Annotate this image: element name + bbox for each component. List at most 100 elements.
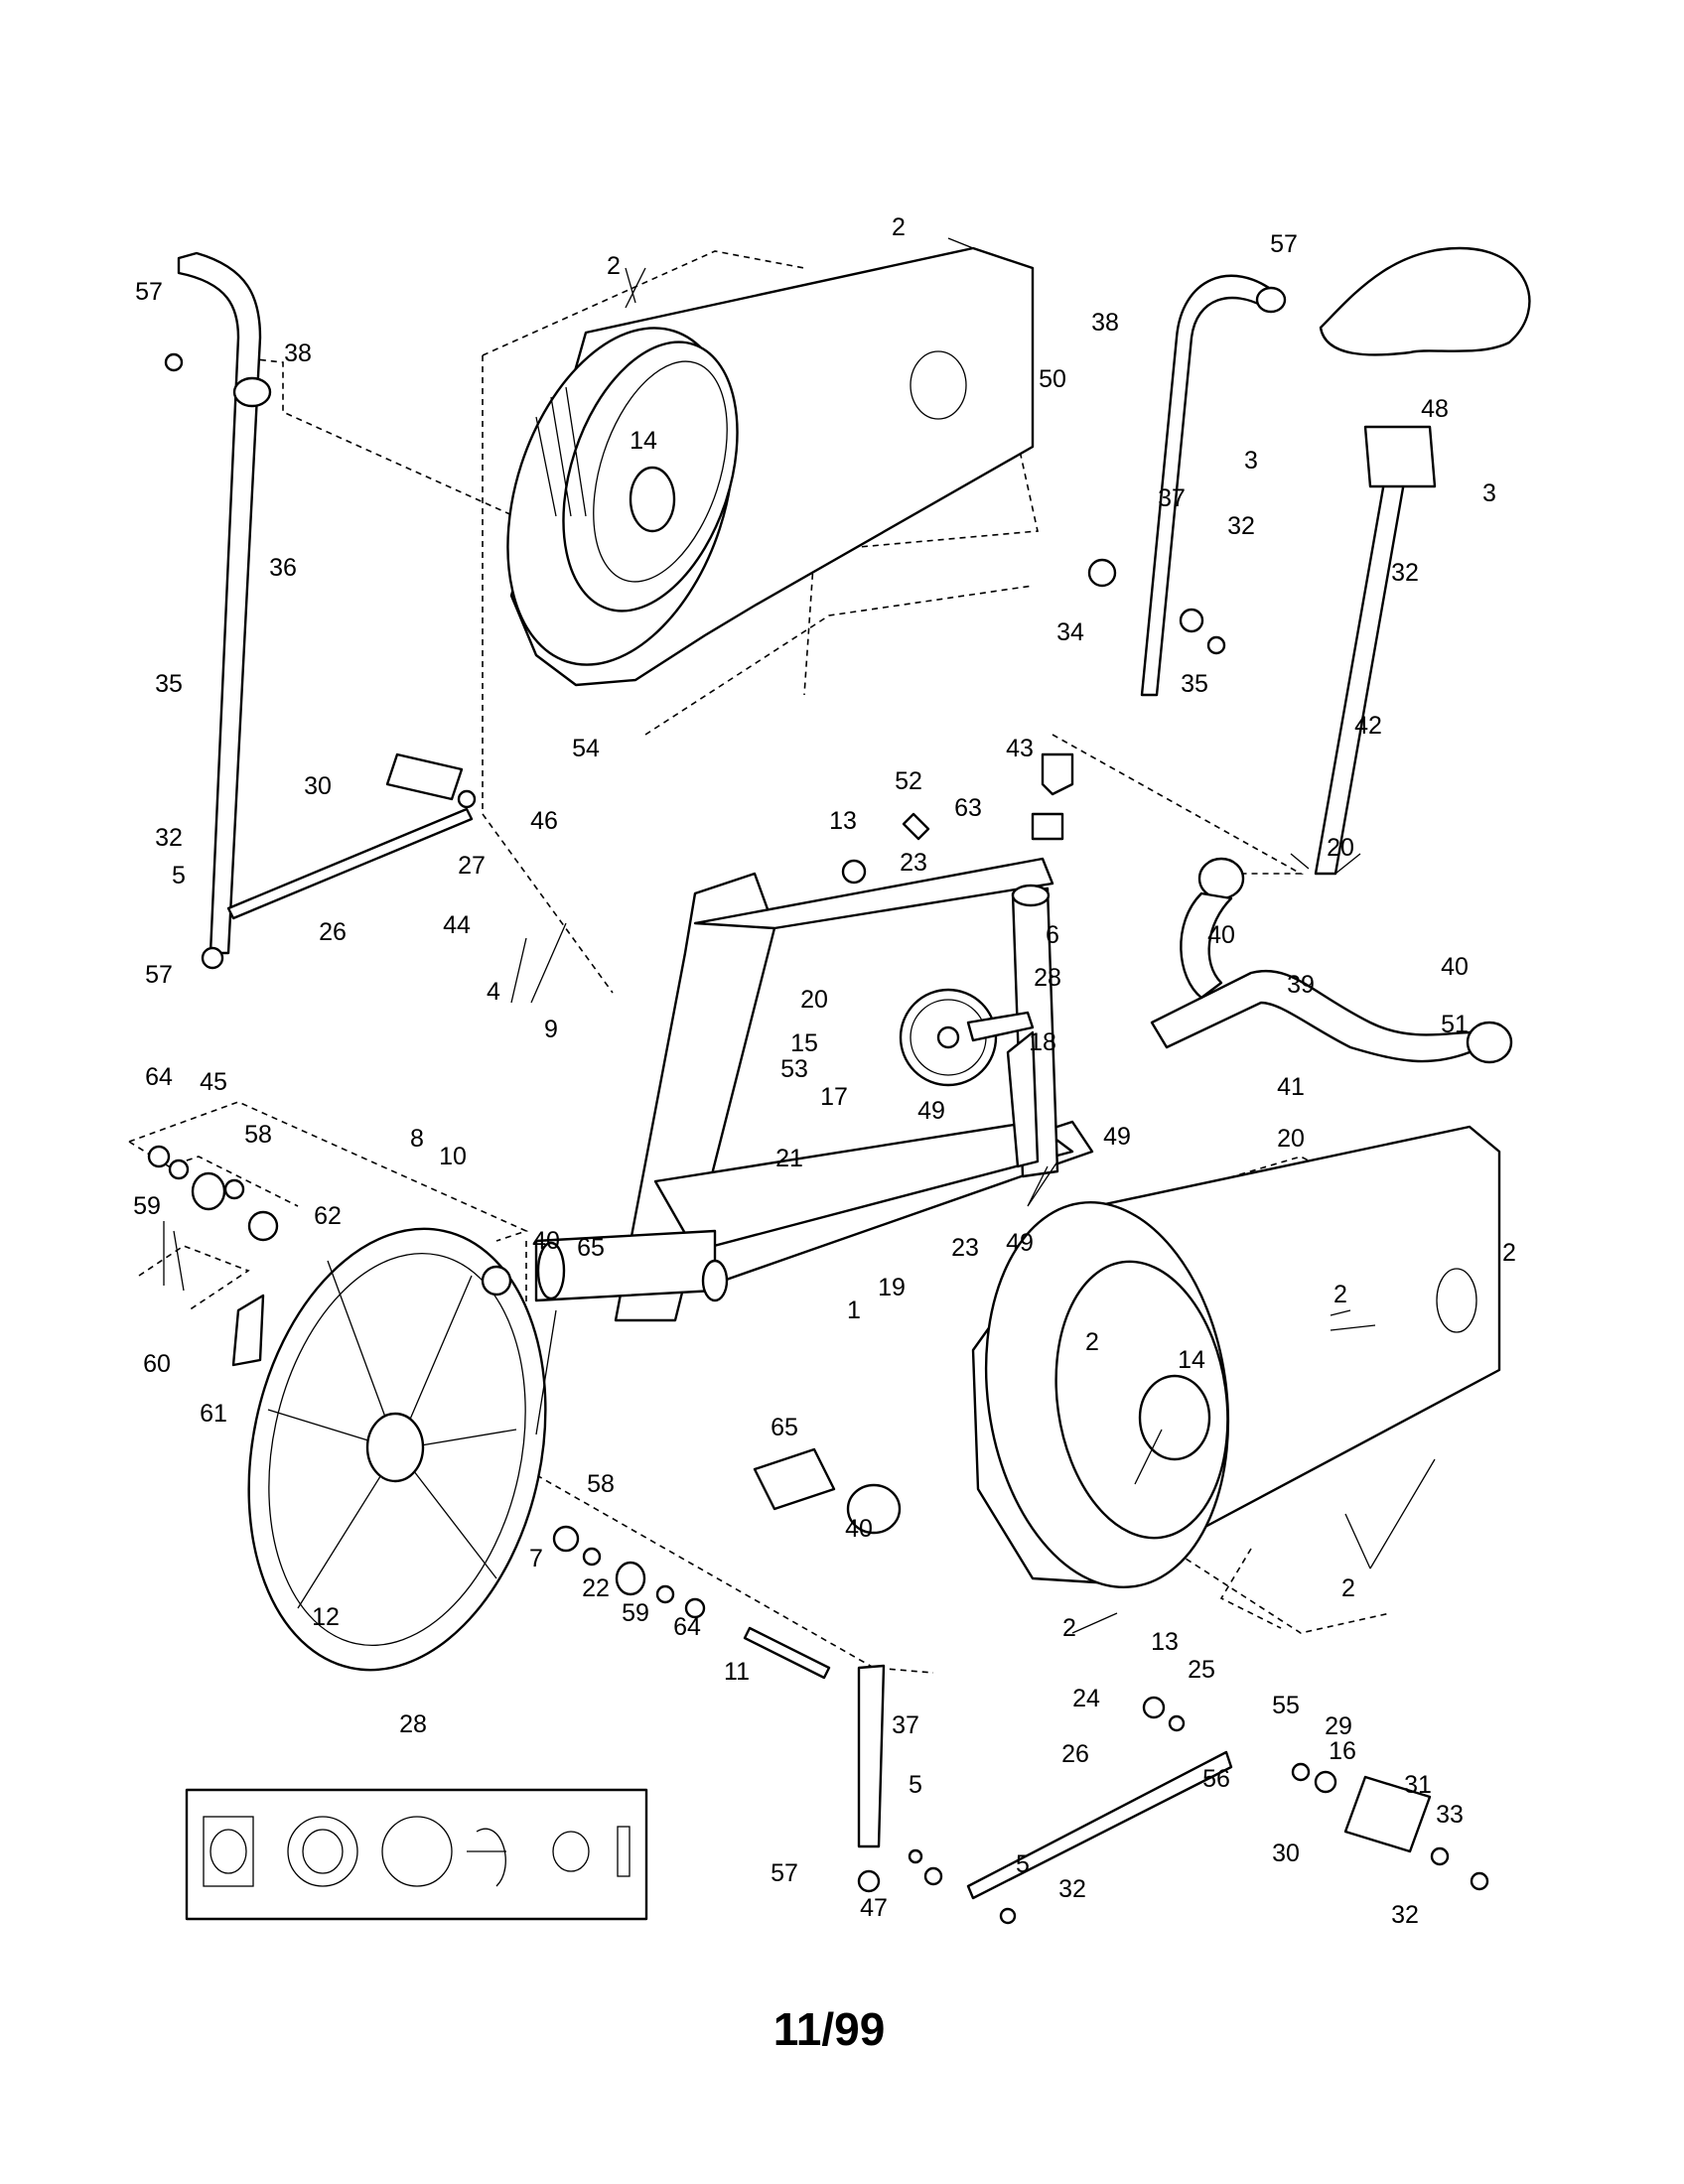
callout-label: 57 [1270,230,1298,258]
callout-label: 64 [673,1613,701,1641]
sprocket-assembly [899,988,1040,1168]
callout-label: 9 [544,1016,558,1043]
callout-label: 20 [1277,1125,1305,1153]
callout-label: 38 [284,340,312,367]
fan-wheel [231,1227,547,1672]
callout-label: 58 [244,1121,272,1149]
callout-label: 31 [1404,1771,1432,1799]
small-hardware-parts [147,352,1226,1680]
right-pedal-crank [966,1696,1489,1925]
callout-label: 59 [133,1192,161,1220]
seat-post [1314,475,1407,876]
callout-label: 1 [847,1297,861,1324]
callout-label: 4 [487,978,500,1006]
left-handlebar [177,251,272,955]
callout-label: 43 [1006,735,1034,762]
callout-label: 49 [1103,1123,1131,1151]
callout-label: 5 [909,1771,922,1799]
side-housing-shell [971,1125,1501,1589]
callout-label: 29 [1325,1712,1352,1740]
callout-label: 19 [878,1274,906,1301]
callout-label: 52 [895,767,922,795]
callout-label: 20 [800,986,828,1014]
callout-label: 12 [312,1603,340,1631]
callout-label: 57 [771,1859,798,1887]
callout-label: 61 [200,1400,227,1428]
callout-label: 23 [951,1234,979,1262]
callout-label: 32 [1391,1901,1419,1929]
callout-label: 49 [917,1097,945,1125]
callout-label: 10 [439,1143,467,1170]
callout-label: 63 [954,794,982,822]
callout-label: 53 [780,1055,808,1083]
callout-label: 40 [1207,921,1235,949]
callout-label: 40 [845,1515,873,1543]
callout-label: 14 [630,427,657,455]
callout-label: 2 [1341,1574,1355,1602]
callout-label: 36 [269,554,297,582]
callout-label: 39 [1287,971,1315,999]
callout-label: 40 [1441,953,1469,981]
callout-label: 2 [1062,1614,1076,1642]
footer-date-code: 11/99 [773,2003,886,2055]
callout-label: 2 [1502,1239,1516,1267]
top-housing-shell [506,246,1035,687]
callout-label: 32 [1391,559,1419,587]
callout-label: 2 [1333,1281,1347,1308]
callout-label: 65 [577,1234,605,1262]
line-art [128,237,1531,1925]
callout-label: 41 [1277,1073,1305,1101]
callout-label: 20 [1327,834,1354,862]
callout-label: 65 [771,1414,798,1441]
callout-label: 2 [892,213,906,241]
callout-label: 27 [458,852,486,880]
callout-label: 56 [1202,1765,1230,1793]
callout-label: 15 [790,1029,818,1057]
callout-label: 5 [172,862,186,889]
callout-labels: 2257385014573848333732323634353542436354… [133,213,1516,1929]
callout-label: 30 [304,772,332,800]
callout-label: 44 [443,911,471,939]
callout-label: 32 [1227,512,1255,540]
leader-lines [163,237,1436,1634]
callout-label: 17 [820,1083,848,1111]
callout-label: 21 [775,1145,803,1172]
handlebar-crossbar [1150,857,1513,1064]
callout-label: 34 [1056,618,1084,646]
callout-label: 30 [1272,1840,1300,1867]
callout-label: 23 [900,849,927,877]
callout-label: 25 [1188,1656,1215,1684]
callout-label: 59 [622,1599,649,1627]
callout-label: 46 [530,807,558,835]
callout-label: 22 [582,1574,610,1602]
callout-label: 2 [1085,1328,1099,1356]
callout-label: 35 [155,670,183,698]
callout-label: 48 [1421,395,1449,423]
bearing-inset [185,1788,648,1921]
callout-label: 42 [1354,712,1382,740]
callout-label: 8 [410,1125,424,1153]
callout-label: 60 [143,1350,171,1378]
callout-label: 32 [1058,1875,1086,1903]
callout-label: 33 [1436,1801,1464,1829]
callout-label: 18 [1029,1028,1056,1056]
callout-label: 26 [1061,1740,1089,1768]
callout-label: 2 [607,252,621,280]
left-pedal-crank [226,752,477,920]
callout-label: 64 [145,1063,173,1091]
callout-label: 26 [319,918,347,946]
callout-label: 57 [145,961,173,989]
callout-label: 47 [860,1894,888,1922]
callout-label: 49 [1006,1229,1034,1257]
callout-label: 5 [1016,1850,1030,1878]
callout-label: 40 [532,1227,560,1255]
seat [1319,246,1531,488]
right-handlebar [1140,274,1287,697]
callout-label: 54 [572,735,600,762]
callout-label: 6 [1046,921,1059,949]
callout-label: 37 [1158,484,1186,512]
callout-label: 38 [1091,309,1119,337]
main-frame [534,857,1094,1322]
callout-label: 45 [200,1068,227,1096]
callout-label: 3 [1244,447,1258,475]
